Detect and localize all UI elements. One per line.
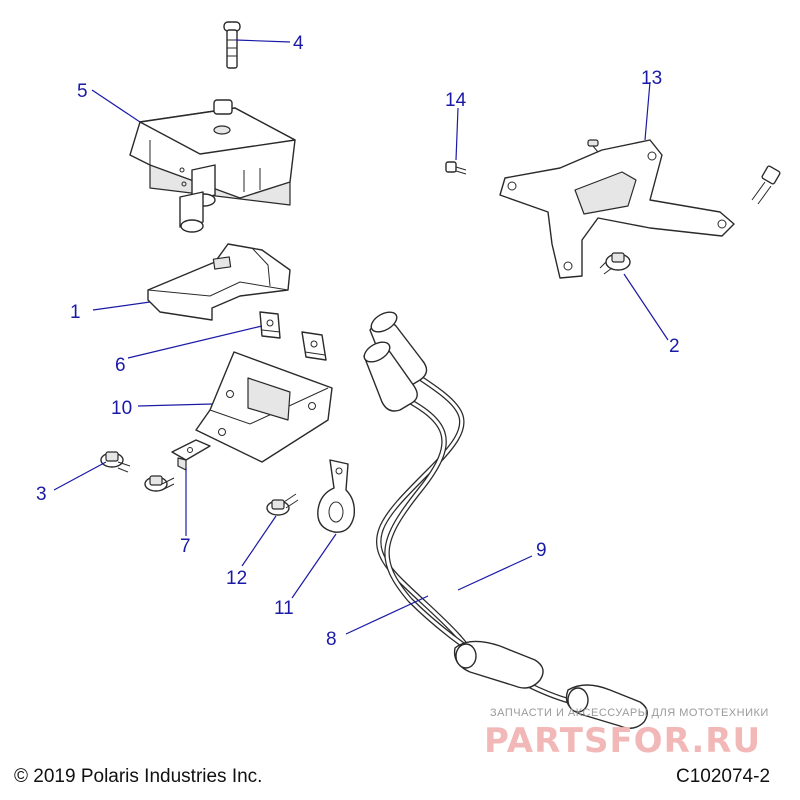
part-12-flange-bolt xyxy=(266,493,299,516)
callout-9: 9 xyxy=(536,540,547,561)
copyright-text: © 2019 Polaris Industries Inc. xyxy=(14,766,263,787)
part-10-mounting-bracket xyxy=(195,351,333,463)
part-13-bolt xyxy=(751,165,781,205)
callout-5: 5 xyxy=(77,81,88,102)
watermark: ЗАПЧАСТИ И АКСЕССУАРЫ ДЛЯ МОТОТЕХНИКИ PA… xyxy=(484,707,769,761)
callout-4: 4 xyxy=(293,33,304,54)
callout-2: 2 xyxy=(669,336,680,357)
callout-7: 7 xyxy=(180,536,191,557)
callout-10: 10 xyxy=(111,398,132,419)
part-2-flange-bolt xyxy=(599,252,631,275)
callout-8: 8 xyxy=(326,629,337,650)
part-7-clip xyxy=(171,439,211,471)
part-14-bolt xyxy=(445,161,467,175)
part-3-flange-bolt xyxy=(100,451,131,473)
callout-14: 14 xyxy=(445,90,467,111)
callout-labels: 1 2 3 4 5 6 7 8 9 10 11 12 13 14 xyxy=(36,33,680,650)
part-8-9-spark-plug-wires xyxy=(363,311,648,729)
part-4-screw xyxy=(223,21,241,69)
watermark-tagline: ЗАПЧАСТИ И АКСЕССУАРЫ ДЛЯ МОТОТЕХНИКИ xyxy=(490,707,769,719)
callout-11: 11 xyxy=(274,598,294,619)
callout-6: 6 xyxy=(115,355,126,376)
part-3-flange-bolt-second xyxy=(144,475,175,492)
part-11-cable-clamp xyxy=(317,459,356,533)
callout-12: 12 xyxy=(226,568,247,589)
leader-lines xyxy=(53,39,669,635)
part-1-coil-mount xyxy=(147,243,291,321)
figure-id: C102074-2 xyxy=(676,766,771,787)
part-6-clip-nuts xyxy=(259,311,327,361)
part-5-ignition-coil xyxy=(129,99,296,233)
callout-3: 3 xyxy=(36,484,47,505)
callout-1: 1 xyxy=(70,302,81,323)
callout-13: 13 xyxy=(641,68,662,89)
part-13-bracket xyxy=(499,139,735,279)
watermark-brand: PARTSFOR.RU xyxy=(484,721,761,761)
